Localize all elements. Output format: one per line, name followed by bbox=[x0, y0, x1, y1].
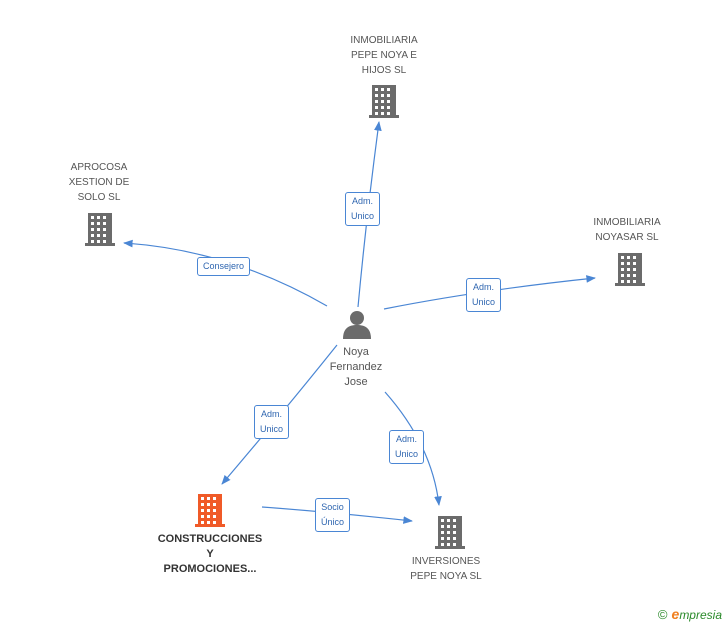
edge-label-noyasar[interactable]: Adm. Unico bbox=[466, 278, 502, 312]
person-icon[interactable] bbox=[341, 309, 373, 344]
edge-label-inversiones[interactable]: Socio Único bbox=[315, 498, 351, 532]
edge-label-inversiones[interactable]: Adm. Unico bbox=[389, 430, 425, 464]
edge-label-aprocosa[interactable]: Consejero bbox=[197, 257, 251, 276]
company-label-inmo-pepe[interactable]: INMOBILIARIA PEPE NOYA E HIJOS SL bbox=[350, 35, 418, 76]
building-icon[interactable] bbox=[84, 212, 116, 251]
brand-name: mpresia bbox=[679, 608, 722, 622]
brand-logo-initial: e bbox=[671, 606, 680, 622]
building-icon[interactable] bbox=[434, 515, 466, 554]
company-label-aprocosa[interactable]: APROCOSA XESTION DE SOLO SL bbox=[68, 162, 130, 203]
copyright-icon: © bbox=[657, 606, 668, 622]
building-icon[interactable] bbox=[194, 493, 226, 532]
edge-label-inmo-pepe[interactable]: Adm. Unico bbox=[345, 192, 381, 226]
company-label-inversiones[interactable]: INVERSIONES PEPE NOYA SL bbox=[410, 556, 482, 582]
building-icon[interactable] bbox=[368, 84, 400, 123]
brand-footer[interactable]: © empresia bbox=[658, 606, 722, 622]
company-label-noyasar[interactable]: INMOBILIARIA NOYASAR SL bbox=[593, 217, 661, 243]
edge-label-construcciones[interactable]: Adm. Unico bbox=[254, 405, 290, 439]
building-icon[interactable] bbox=[614, 252, 646, 291]
person-label[interactable]: Noya Fernandez Jose bbox=[329, 346, 383, 388]
company-label-construcciones[interactable]: CONSTRUCCIONES Y PROMOCIONES... bbox=[157, 533, 263, 575]
